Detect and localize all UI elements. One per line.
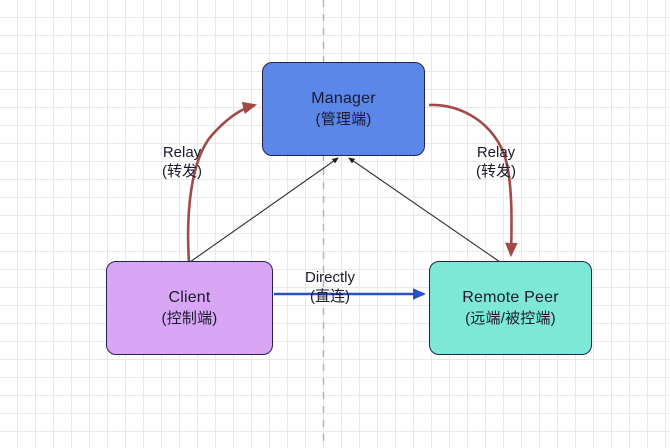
edge-label-directly: Directly (直连) bbox=[305, 269, 355, 307]
edge-label-directly-cn: (直连) bbox=[310, 287, 350, 305]
node-client-title: Client bbox=[168, 289, 211, 307]
node-client[interactable]: Client (控制端) bbox=[106, 261, 273, 355]
node-remote-peer[interactable]: Remote Peer (远端/被控端) bbox=[429, 261, 592, 355]
node-manager-title: Manager bbox=[311, 90, 376, 108]
edge-label-relay-right-en: Relay bbox=[476, 144, 516, 161]
edge-label-relay-left: Relay (转发) bbox=[162, 144, 202, 182]
edge-label-directly-en: Directly bbox=[305, 269, 356, 286]
edge-label-relay-left-cn: (转发) bbox=[162, 162, 202, 180]
edge-label-relay-left-en: Relay bbox=[162, 144, 202, 161]
edge-relay-left bbox=[186, 101, 258, 263]
node-manager-subtitle: (管理端) bbox=[315, 110, 372, 128]
node-remote-peer-subtitle: (远端/被控端) bbox=[465, 309, 556, 327]
node-manager[interactable]: Manager (管理端) bbox=[262, 62, 425, 156]
node-client-subtitle: (控制端) bbox=[161, 309, 218, 327]
node-remote-peer-title: Remote Peer bbox=[462, 289, 559, 307]
edge-signal-client-manager bbox=[189, 157, 339, 263]
edge-label-relay-right-cn: (转发) bbox=[476, 162, 516, 180]
edge-label-relay-right: Relay (转发) bbox=[476, 144, 516, 182]
